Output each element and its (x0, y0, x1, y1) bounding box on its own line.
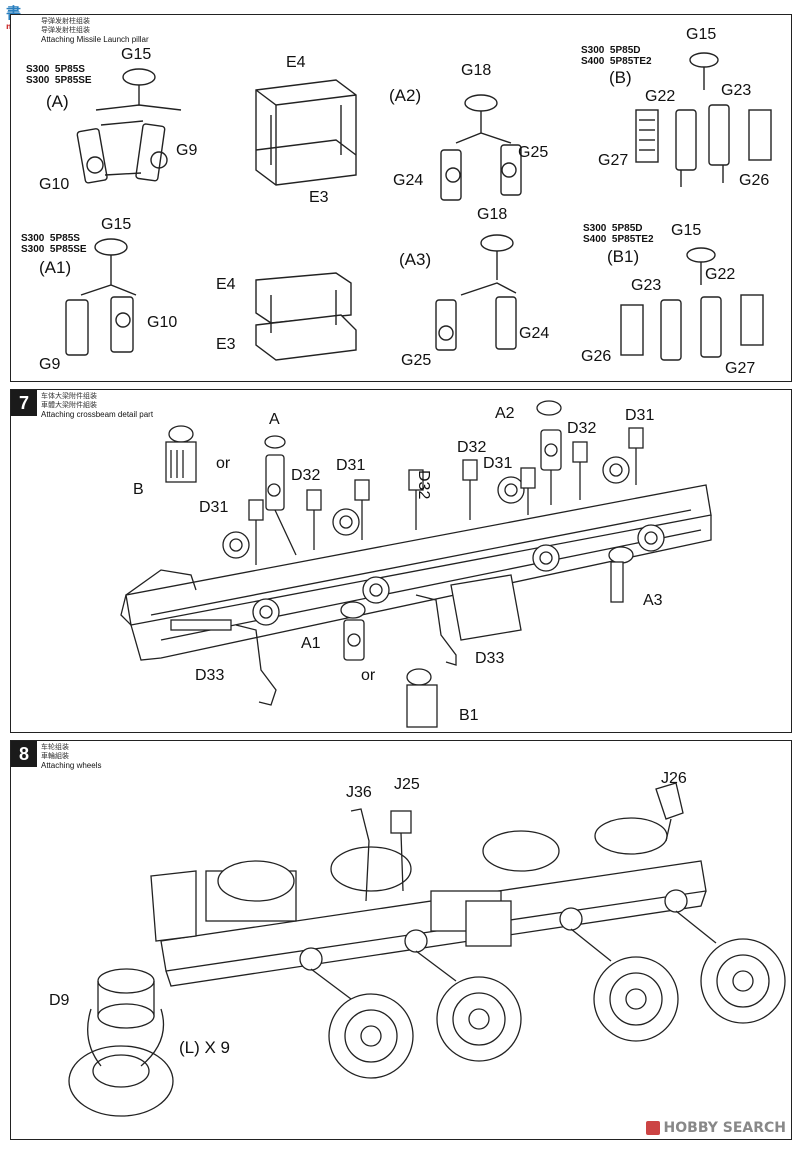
part-label-g23-b1: G23 (631, 277, 662, 294)
part-label-j25: J25 (394, 776, 420, 793)
part-label-g15-b1: G15 (671, 222, 702, 239)
step-7-chassis-drawing (120, 400, 712, 728)
part-label-g10-a: G10 (39, 176, 70, 193)
part-label-e3-a: E3 (309, 189, 329, 206)
step-8-heading: 车轮组装 車輪組裝 Attaching wheels (41, 744, 102, 770)
part-label-e4-b: E4 (216, 276, 236, 293)
variant-a3-tag: (A3) (399, 250, 432, 269)
part-label-g22-b1: G22 (705, 266, 736, 283)
variant-b1-tag: (B1) (607, 247, 640, 266)
part-label-b: B (133, 481, 144, 498)
part-label-g26-b1: G26 (581, 348, 612, 365)
part-label-g24-a2: G24 (393, 172, 424, 189)
part-label-d31-3: D31 (336, 457, 366, 474)
variant-a2-tag: (A2) (389, 86, 422, 105)
part-label-a3: A3 (643, 592, 663, 609)
step-7-number: 7 (11, 390, 37, 416)
step-6-heading: 导弹发射柱组装 导弹发射柱组装 Attaching Missile Launch… (41, 18, 149, 44)
part-label-g26-b: G26 (739, 172, 770, 189)
part-label-g24-a3: G24 (519, 325, 550, 342)
variant-a1-models: S300 5P85S S300 5P85SE (21, 233, 87, 255)
part-label-j26: J26 (661, 770, 687, 787)
step-8-wheels-drawing (68, 782, 786, 1117)
part-label-a2: A2 (495, 405, 515, 422)
part-label-d9: D9 (49, 992, 70, 1009)
part-label-d33-2: D33 (195, 667, 225, 684)
part-label-d33-1: D33 (475, 650, 505, 667)
step-8-number: 8 (11, 741, 37, 767)
part-label-d32-2: D32 (457, 439, 487, 456)
part-label-e4-a: E4 (286, 54, 306, 71)
step-7-panel: 7 车体大梁附件组装 車體大梁附件組裝 Attaching crossbeam … (10, 389, 792, 733)
part-label-d32-1: D32 (567, 420, 597, 437)
part-label-g22-b: G22 (645, 88, 676, 105)
step-6-panel: 导弹发射柱组装 导弹发射柱组装 Attaching Missile Launch… (10, 14, 792, 382)
part-label-d31-4: D31 (199, 499, 229, 516)
part-label-g9-a: G9 (176, 142, 198, 159)
part-label-g18-a3: G18 (477, 206, 508, 223)
or-label-1: or (216, 455, 231, 472)
part-label-g9-a1: G9 (39, 356, 61, 373)
watermark-icon (645, 1121, 660, 1135)
variant-a-models: S300 5P85S S300 5P85SE (26, 64, 92, 86)
part-label-a1: A1 (301, 635, 321, 652)
part-label-g27-b: G27 (598, 152, 629, 169)
part-label-j36: J36 (346, 784, 372, 801)
step-7-heading: 车体大梁附件组装 車體大梁附件組裝 Attaching crossbeam de… (41, 393, 154, 419)
hobbysearch-watermark: HOBBY SEARCH (645, 1120, 786, 1136)
part-label-g15-a1: G15 (101, 216, 132, 233)
part-label-g25-a3: G25 (401, 352, 432, 369)
variant-a-tag: (A) (46, 92, 69, 111)
part-label-b1: B1 (459, 707, 479, 724)
part-label-g27-b1: G27 (725, 360, 756, 377)
part-label-d31-1: D31 (625, 407, 655, 424)
variant-b-models: S300 5P85D S400 5P85TE2 (581, 45, 652, 67)
part-label-a: A (269, 411, 280, 428)
part-label-g15-b: G15 (686, 26, 717, 43)
part-label-d32-vertical: D32 (415, 470, 432, 500)
variant-b1-models: S300 5P85D S400 5P85TE2 (583, 223, 654, 245)
part-label-g23-b: G23 (721, 82, 752, 99)
part-label-d31-2: D31 (483, 455, 513, 472)
part-label-g18-a2: G18 (461, 62, 492, 79)
part-label-g15-a: G15 (121, 46, 152, 63)
part-label-e3-b: E3 (216, 336, 236, 353)
step-8-panel: 8 车轮组装 車輪組裝 Attaching wheels (10, 740, 792, 1140)
part-label-g10-a1: G10 (147, 314, 178, 331)
wheel-quantity: (L) X 9 (179, 1038, 231, 1057)
part-label-g25-a2: G25 (518, 144, 549, 161)
step-6-drawing (65, 52, 772, 361)
variant-a1-tag: (A1) (39, 258, 72, 277)
or-label-2: or (361, 667, 376, 684)
variant-b-tag: (B) (609, 68, 632, 87)
part-label-d32-3: D32 (291, 467, 321, 484)
